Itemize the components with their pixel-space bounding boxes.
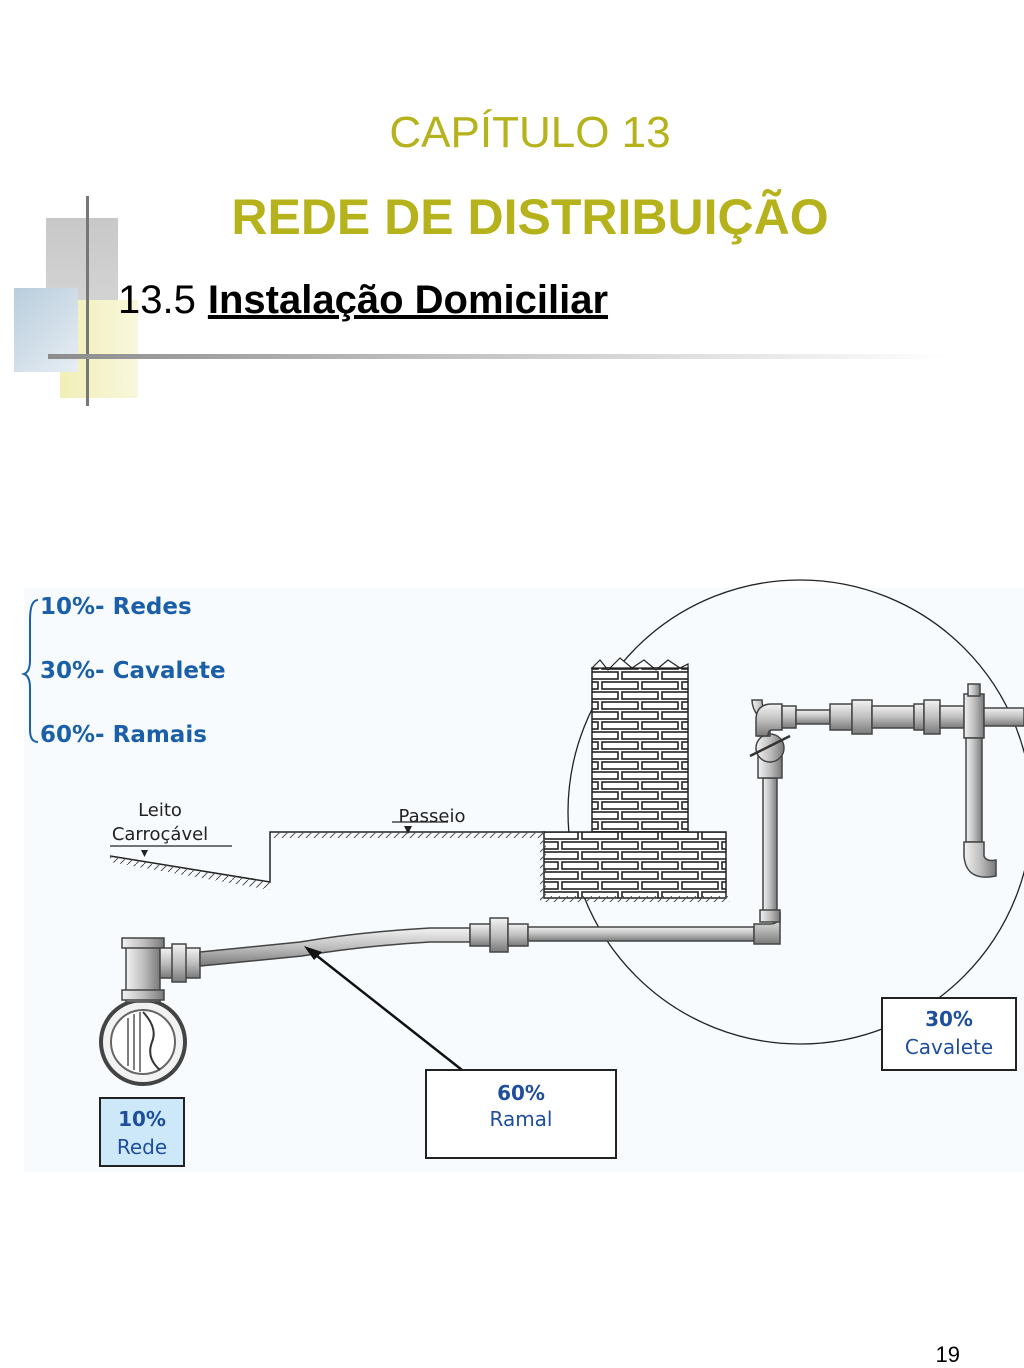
cavalete-box-label: Cavalete: [905, 1035, 993, 1059]
cavalete-box: [881, 997, 1017, 1071]
ramal-pipe: [159, 911, 781, 983]
sidewalk-hatch: [272, 832, 544, 838]
legend-redes: 10%- Redes: [40, 594, 192, 620]
installation-diagram: 10%- Redes 30%- Cavalete 60%- Ramais Lei…: [20, 579, 1024, 1172]
street-hatch: [110, 856, 270, 890]
ramal-box: [425, 1069, 617, 1159]
sidewalk-level-marker: [404, 826, 412, 834]
passeio-label: Passeio: [399, 806, 466, 827]
ramal-box-percent: 60%: [497, 1081, 545, 1105]
brick-wall: [540, 657, 730, 902]
ramal-pointer-line: [311, 951, 463, 1071]
legend-cavalete: 30%- Cavalete: [40, 658, 226, 684]
street-level-marker: [141, 850, 148, 857]
decor-square-blue: [14, 288, 78, 372]
rede-box-percent: 10%: [118, 1107, 166, 1131]
page-title: REDE DE DISTRIBUIÇÃO: [231, 189, 829, 245]
chapter-heading: CAPÍTULO 13: [389, 108, 671, 157]
ramal-pointer-head: [304, 946, 322, 960]
decor-vertical-line: [86, 196, 89, 406]
page-number: 19: [935, 1342, 960, 1367]
section-title: Instalação Domiciliar: [207, 278, 609, 322]
rede-pipe: [99, 937, 187, 1086]
leito-label-line1: Leito: [138, 800, 182, 821]
leito-label-line2: Carroçável: [112, 824, 208, 845]
decor-horizontal-line: [48, 354, 948, 359]
cavalete-assembly: [749, 683, 1024, 923]
legend-brace: [20, 599, 39, 743]
rede-box-label: Rede: [117, 1135, 167, 1159]
rede-box: [99, 1097, 185, 1167]
cavalete-box-percent: 30%: [925, 1007, 973, 1031]
section-number: 13.5: [118, 278, 196, 322]
ramal-box-label: Ramal: [489, 1107, 552, 1131]
legend-ramais: 60%- Ramais: [40, 722, 207, 748]
cavalete-circle: [567, 579, 1024, 1045]
